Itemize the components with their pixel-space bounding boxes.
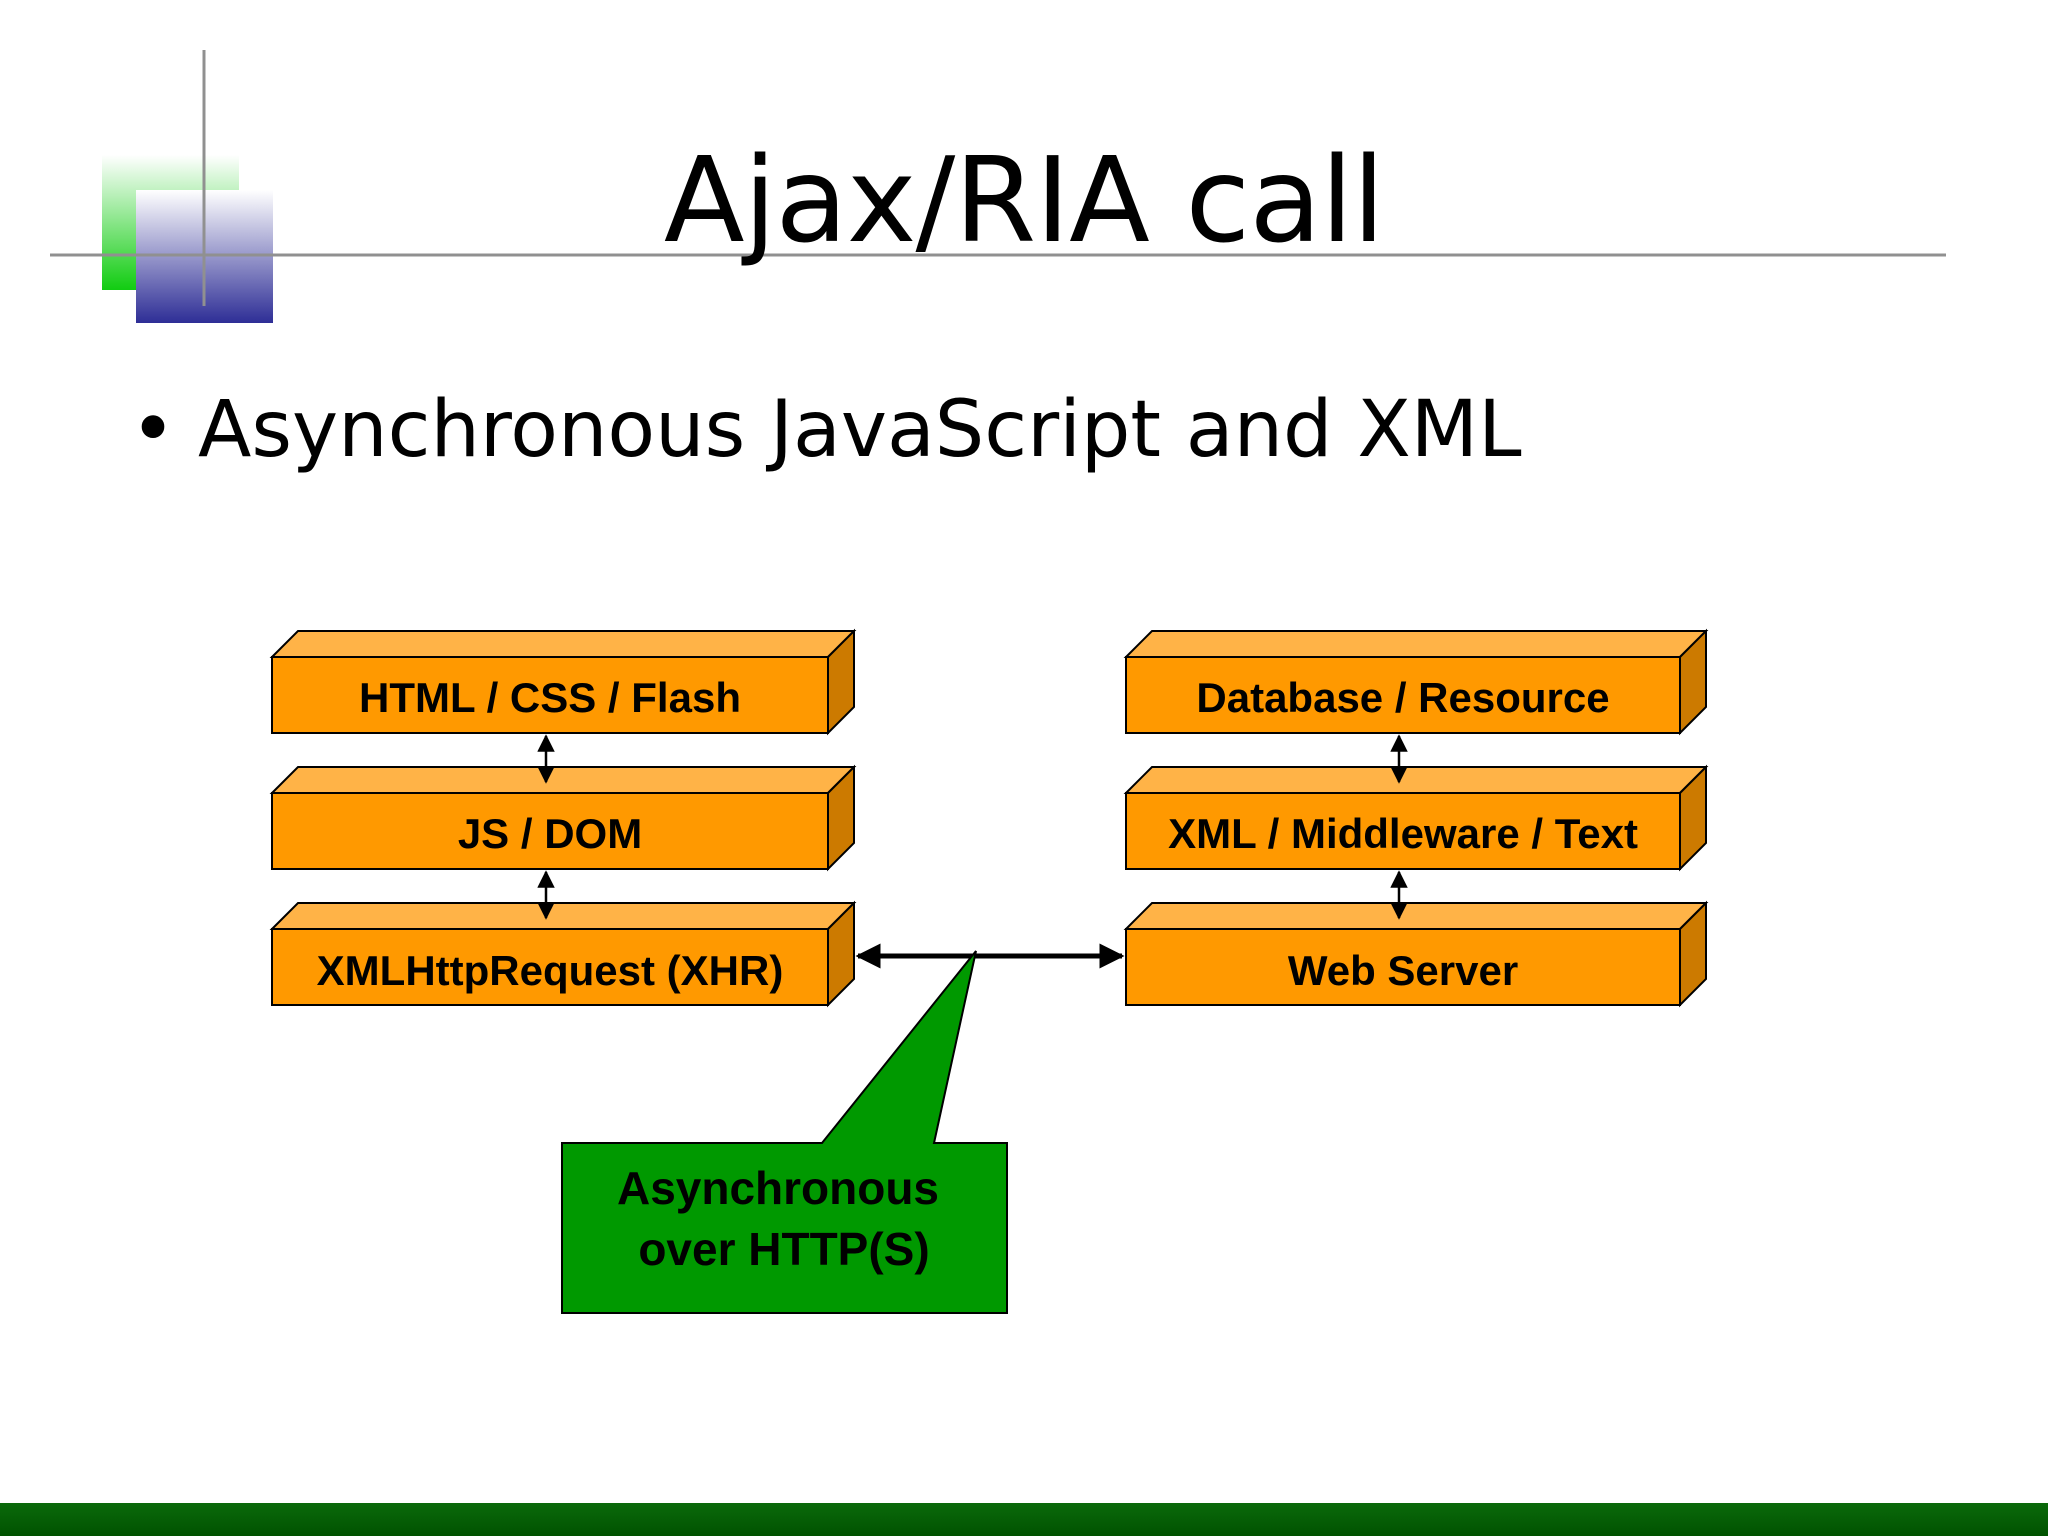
server-box-web-server: Web Server [1123, 900, 1709, 1008]
client-box-js-dom-label: JS / DOM [458, 810, 642, 857]
server-box-database-resource: Database / Resource [1123, 628, 1709, 736]
decorative-corner-graphic [50, 50, 1946, 323]
footer-bar [0, 1503, 2048, 1536]
client-box-html-css-flash: HTML / CSS / Flash [269, 628, 857, 736]
client-box-xhr: XMLHttpRequest (XHR) [269, 900, 857, 1008]
callout-line-1: Asynchronous [617, 1162, 939, 1214]
server-box-middleware-label: XML / Middleware / Text [1168, 810, 1638, 857]
server-box-middleware: XML / Middleware / Text [1123, 764, 1709, 872]
bullet-item: •Asynchronous JavaScript and XML [130, 380, 1522, 480]
server-box-database-resource-label: Database / Resource [1196, 674, 1609, 721]
slide-title: Ajax/RIA call [663, 131, 1385, 269]
client-box-html-css-flash-label: HTML / CSS / Flash [359, 674, 741, 721]
client-box-xhr-label: XMLHttpRequest (XHR) [317, 947, 784, 994]
bullet-dot: • [130, 385, 177, 475]
server-box-web-server-label: Web Server [1288, 947, 1518, 994]
client-box-js-dom: JS / DOM [269, 764, 857, 872]
architecture-diagram: HTML / CSS / Flash JS / DOM XMLHttpReque… [269, 628, 1709, 1314]
bullet-text: Asynchronous JavaScript and XML [198, 385, 1522, 475]
callout-line-2: over HTTP(S) [638, 1223, 929, 1275]
async-callout: Asynchronous over HTTP(S) [561, 950, 1008, 1314]
